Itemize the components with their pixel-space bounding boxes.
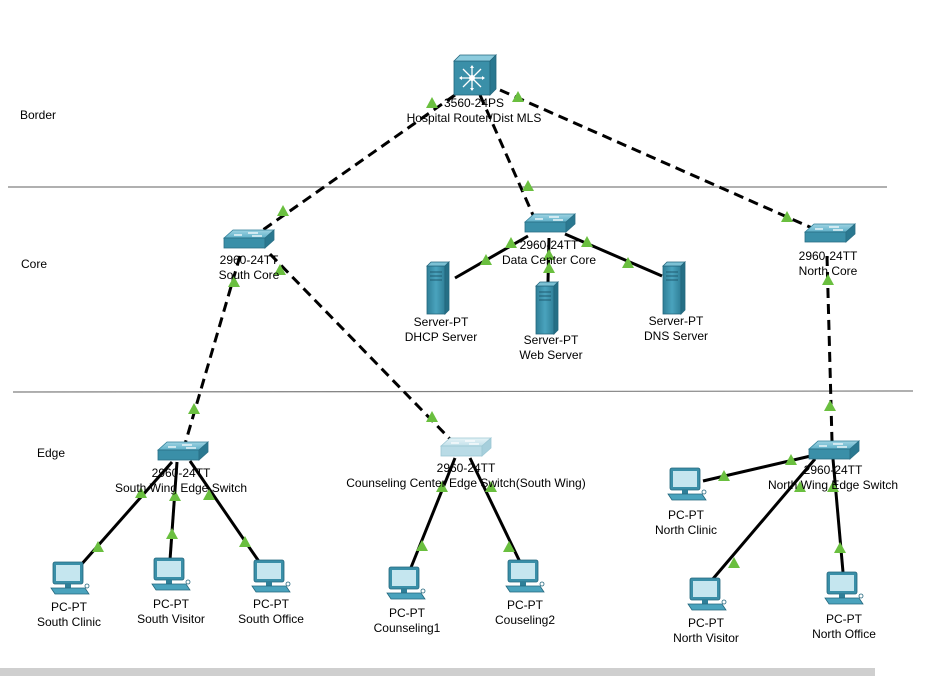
north-edge-switch-icon[interactable] — [808, 440, 860, 460]
device-model: 3560-24PS — [443, 96, 505, 110]
label-counseling1: PC-PT Counseling1 — [374, 606, 441, 636]
device-model: 2960-24TT — [798, 249, 858, 263]
divider-core-edge — [12, 390, 914, 393]
link-se-visitor — [168, 461, 179, 561]
label-dhcp-server: Server-PT DHCP Server — [405, 315, 477, 345]
trunk-links — [183, 88, 834, 445]
device-name: North Clinic — [654, 523, 718, 537]
device-name: Web Server — [519, 348, 583, 362]
zone-label-border: Border — [20, 108, 57, 122]
link-mls-south-core — [259, 93, 456, 234]
label-north-visitor: PC-PT North Visitor — [673, 616, 739, 646]
label-north-clinic: PC-PT North Clinic — [655, 508, 717, 538]
device-name: North Visitor — [673, 631, 739, 645]
device-model: Server-PT — [523, 333, 579, 347]
north-visitor-pc-icon[interactable] — [687, 577, 727, 611]
north-office-pc-icon[interactable] — [824, 571, 864, 605]
label-south-visitor: PC-PT South Visitor — [137, 597, 205, 627]
counsel-edge-switch-icon[interactable] — [440, 437, 492, 457]
label-north-core: 2960-24TT North Core — [799, 249, 858, 279]
link-ce-c2 — [468, 457, 522, 563]
link-ne-nvisitor — [710, 458, 817, 581]
device-model: PC-PT — [667, 508, 704, 522]
device-model: 2960-24TT — [803, 463, 863, 477]
device-name: South Core — [218, 268, 280, 282]
device-name: North Office — [812, 627, 876, 641]
device-name: South Office — [238, 612, 304, 626]
couseling2-pc-icon[interactable] — [505, 559, 545, 593]
north-clinic-pc-icon[interactable] — [667, 467, 707, 501]
north-core-switch-icon[interactable] — [804, 223, 856, 243]
device-name: Hospital Router/Dist MLS — [406, 111, 542, 125]
horizontal-scrollbar[interactable] — [0, 668, 875, 676]
label-dc-core: 2960-24TT Data Center Core — [502, 238, 596, 268]
label-south-clinic: PC-PT South Clinic — [37, 600, 101, 630]
device-name: North Core — [798, 264, 858, 278]
device-model: PC-PT — [688, 616, 724, 630]
south-office-pc-icon[interactable] — [251, 559, 291, 593]
device-model: PC-PT — [826, 612, 862, 626]
south-visitor-pc-icon[interactable] — [151, 557, 191, 591]
device-model: Server-PT — [648, 314, 704, 328]
device-name: South Clinic — [36, 615, 102, 629]
link-mls-north-core — [499, 88, 813, 230]
link-dc-dns — [564, 232, 663, 278]
label-mls: 3560-24PS Hospital Router/Dist MLS — [407, 96, 542, 126]
label-counsel-edge: 2960-24TT Counseling Center Edge Switch(… — [346, 461, 585, 491]
link-dc-web — [546, 237, 551, 283]
access-links — [78, 232, 845, 581]
device-name: North Wing Edge Switch — [767, 478, 899, 492]
device-name: DNS Server — [643, 329, 709, 343]
label-south-core: 2960-24TT South Core — [219, 253, 280, 283]
dc-core-switch-icon[interactable] — [524, 213, 576, 233]
link-south-core-counsel-edge — [268, 252, 452, 441]
label-north-office: PC-PT North Office — [812, 612, 876, 642]
dns-server-icon[interactable] — [662, 261, 686, 315]
device-name: Counseling Center Edge Switch(South Wing… — [346, 476, 586, 490]
device-model: PC-PT — [389, 606, 425, 620]
label-north-edge: 2960-24TT North Wing Edge Switch — [768, 463, 898, 493]
counseling1-pc-icon[interactable] — [386, 566, 426, 600]
device-model: 2960-24TT — [519, 238, 579, 252]
dhcp-server-icon[interactable] — [426, 261, 450, 315]
device-model: 2960-24TT — [436, 461, 496, 475]
device-model: Server-PT — [413, 315, 469, 329]
label-south-office: PC-PT South Office — [238, 597, 304, 627]
label-web-server: Server-PT Web Server — [519, 333, 582, 363]
device-model: PC-PT — [152, 597, 189, 611]
link-mls-dc-core — [478, 94, 535, 216]
device-name: Counseling1 — [373, 621, 441, 635]
label-dns-server: Server-PT DNS Server — [644, 314, 708, 344]
label-couseling2: PC-PT Couseling2 — [495, 598, 555, 628]
device-name: Data Center Core — [501, 253, 597, 267]
zone-label-core: Core — [21, 257, 48, 271]
device-name: DHCP Server — [404, 330, 478, 344]
mls-icon[interactable] — [453, 54, 497, 96]
device-name: South Wing Edge Switch — [114, 481, 248, 495]
south-core-switch-icon[interactable] — [223, 229, 275, 249]
device-model: PC-PT — [252, 597, 289, 611]
device-model: PC-PT — [51, 600, 87, 614]
device-name: South Visitor — [137, 612, 205, 626]
device-model: 2960-24TT — [219, 253, 279, 267]
south-edge-switch-icon[interactable] — [157, 441, 209, 461]
device-name: Couseling2 — [494, 613, 556, 627]
web-server-icon[interactable] — [535, 281, 559, 335]
link-ce-c1 — [408, 457, 457, 571]
zone-label-edge: Edge — [37, 446, 66, 460]
link-ne-noffice — [831, 458, 845, 573]
link-dc-dhcp — [454, 234, 529, 280]
label-south-edge: 2960-24TT South Wing Edge Switch — [115, 466, 247, 496]
device-model: PC-PT — [506, 598, 543, 612]
south-clinic-pc-icon[interactable] — [50, 561, 90, 595]
device-model: 2960-24TT — [151, 466, 211, 480]
